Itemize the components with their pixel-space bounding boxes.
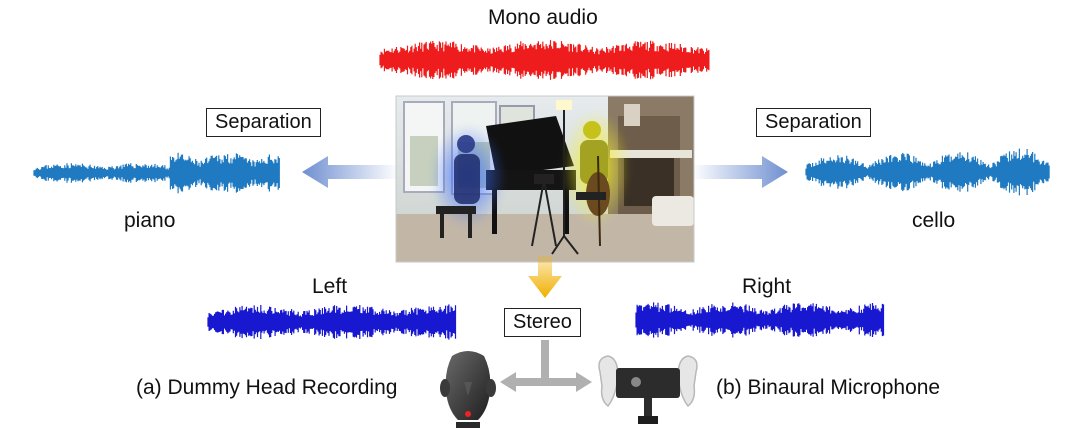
mono-audio-label: Mono audio xyxy=(488,6,598,29)
performance-scene-image xyxy=(395,95,695,263)
binaural-microphone-caption: (b) Binaural Microphone xyxy=(716,376,941,399)
separation-label-left: Separation xyxy=(206,108,321,137)
separation-arrow-right xyxy=(692,156,788,188)
waveform-trace xyxy=(635,302,885,338)
binaural-microphone-icon xyxy=(598,355,698,424)
separation-label-right: Separation xyxy=(756,108,871,137)
waveform-trace xyxy=(805,148,1050,196)
stereo-connector xyxy=(500,340,592,392)
waveform-trace xyxy=(379,40,710,80)
left-channel-waveform xyxy=(207,304,457,340)
left-channel-label: Left xyxy=(312,275,348,298)
cello-waveform xyxy=(805,148,1050,196)
waveform-trace xyxy=(33,152,280,194)
mono-audio-waveform xyxy=(379,40,710,80)
separation-arrow-left xyxy=(302,156,398,188)
right-channel-waveform xyxy=(635,302,885,338)
right-channel-label: Right xyxy=(742,275,792,298)
dummy-head-caption: (a) Dummy Head Recording xyxy=(136,376,398,399)
stereo-arrow-down xyxy=(528,256,562,298)
waveform-trace xyxy=(207,304,457,340)
piano-label: piano xyxy=(124,209,176,232)
stereo-label: Stereo xyxy=(504,308,581,337)
piano-waveform xyxy=(33,152,280,194)
dummy-head-icon xyxy=(440,351,496,428)
cello-label: cello xyxy=(912,209,956,232)
